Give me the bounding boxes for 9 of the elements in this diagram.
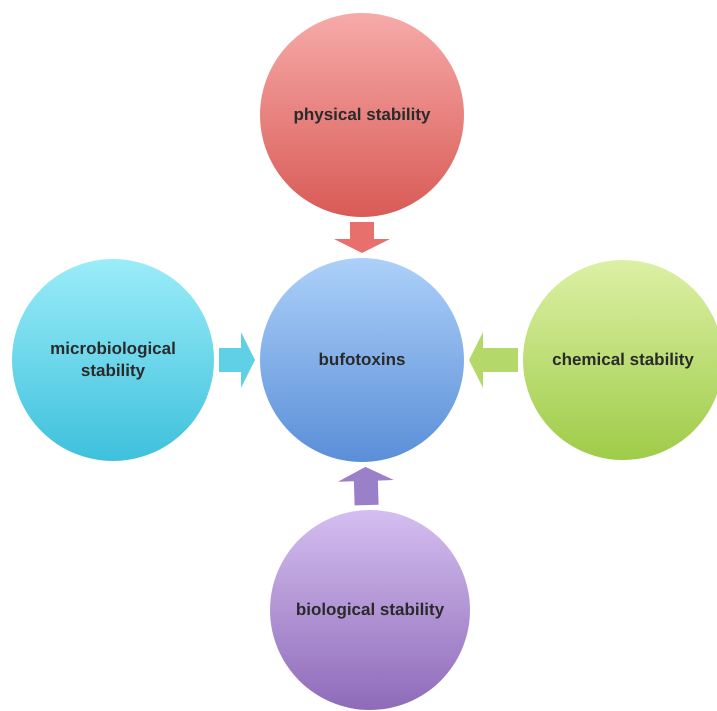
- node-label: bufotoxins: [318, 348, 406, 371]
- block-arrow: [334, 222, 390, 253]
- node-label: chemical stability: [552, 348, 694, 371]
- block-arrow: [219, 332, 255, 388]
- node-label: physical stability: [294, 104, 430, 126]
- node-label: microbiological stability: [49, 338, 177, 382]
- node-label: biological stability: [296, 598, 444, 621]
- block-arrow: [469, 332, 518, 388]
- block-arrow: [338, 466, 394, 506]
